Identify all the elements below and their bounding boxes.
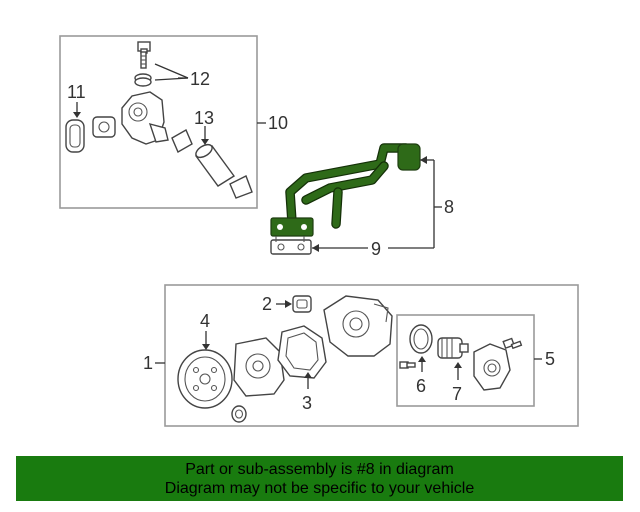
callout-10: 10 xyxy=(268,113,288,133)
thermostat-cover-part[interactable] xyxy=(473,343,511,391)
group-box-10 xyxy=(59,35,258,209)
callout-8: 8 xyxy=(444,197,454,217)
seal-ring-part[interactable] xyxy=(92,116,116,138)
callout-3: 3 xyxy=(302,393,312,413)
group-box-1 xyxy=(164,284,579,427)
group-box-5 xyxy=(396,314,535,407)
callout-9: 9 xyxy=(371,239,381,259)
banner-line-2: Diagram may not be specific to your vehi… xyxy=(164,480,475,497)
callout-12: 12 xyxy=(190,69,210,89)
parts-diagram: 10 12 11 xyxy=(59,35,579,427)
bolt-part[interactable] xyxy=(137,41,151,69)
callout-5: 5 xyxy=(545,349,555,369)
callout-4: 4 xyxy=(200,311,210,331)
thermostat-seal-part[interactable] xyxy=(409,324,433,354)
callout-6: 6 xyxy=(416,376,426,396)
hose-clamp-upper[interactable] xyxy=(171,129,193,153)
callout-7: 7 xyxy=(452,384,462,404)
thermostat-part[interactable] xyxy=(437,337,469,359)
callout-1: 1 xyxy=(143,353,153,373)
callout-13: 13 xyxy=(194,108,214,128)
flange-gasket-part-9[interactable] xyxy=(270,236,312,255)
pump-housing-part[interactable] xyxy=(323,295,393,357)
coolant-pipe-part-8[interactable] xyxy=(270,143,421,237)
water-pump-part[interactable] xyxy=(233,337,285,397)
info-banner: Part or sub-assembly is #8 in diagram Di… xyxy=(16,456,623,501)
callout-11: 11 xyxy=(67,82,86,102)
small-bolt-part[interactable] xyxy=(399,361,416,369)
hose-clamp-lower[interactable] xyxy=(229,175,253,199)
banner-line-1: Part or sub-assembly is #8 in diagram xyxy=(185,461,454,478)
water-pump-group: 1 4 3 xyxy=(143,284,579,427)
pump-gasket-part[interactable] xyxy=(277,325,327,379)
gasket-part[interactable] xyxy=(65,119,85,153)
small-gasket-part[interactable] xyxy=(292,295,312,313)
washer-part[interactable] xyxy=(134,73,152,87)
pulley-part[interactable] xyxy=(177,349,233,409)
hose-part[interactable] xyxy=(194,142,236,187)
thermostat-housing-group: 10 12 11 xyxy=(59,35,288,209)
pump-seal-part[interactable] xyxy=(231,405,247,423)
cover-bolt-part[interactable] xyxy=(502,337,523,350)
callout-2: 2 xyxy=(262,294,272,314)
thermostat-housing-part[interactable] xyxy=(121,91,169,145)
